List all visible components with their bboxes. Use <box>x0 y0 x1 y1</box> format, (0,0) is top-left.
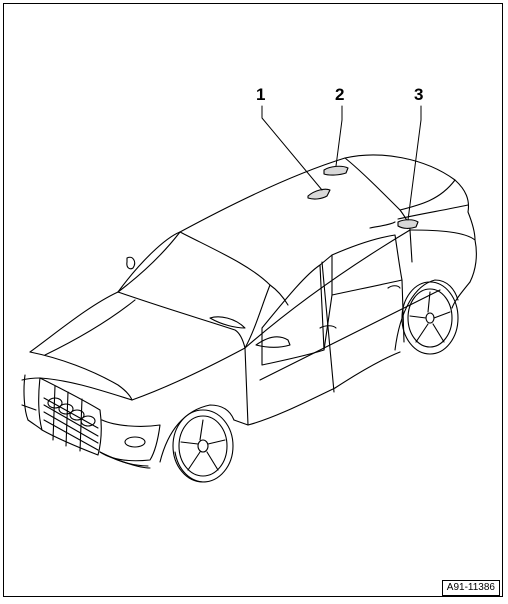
leader-line-3 <box>407 105 422 221</box>
part-3 <box>397 219 419 229</box>
callout-1: 1 <box>256 85 266 104</box>
trunk <box>399 179 476 241</box>
part-1 <box>307 188 331 200</box>
callout-2: 2 <box>335 85 345 104</box>
front-wheel <box>159 404 235 483</box>
leader-lines <box>261 105 422 221</box>
figure-frame <box>3 3 503 597</box>
figure-id-label: A91-11386 <box>441 580 500 596</box>
doors-windows <box>255 229 413 393</box>
leader-line-2 <box>335 105 343 167</box>
callout-3: 3 <box>414 85 424 104</box>
highlighted-parts <box>307 165 419 229</box>
front-grille <box>21 374 102 456</box>
body-side <box>233 229 477 426</box>
windshield <box>117 231 271 349</box>
part-2 <box>323 165 349 176</box>
leader-line-1 <box>261 105 323 191</box>
rear-wheel <box>394 279 459 355</box>
headlight <box>99 419 161 469</box>
hood <box>29 291 246 401</box>
